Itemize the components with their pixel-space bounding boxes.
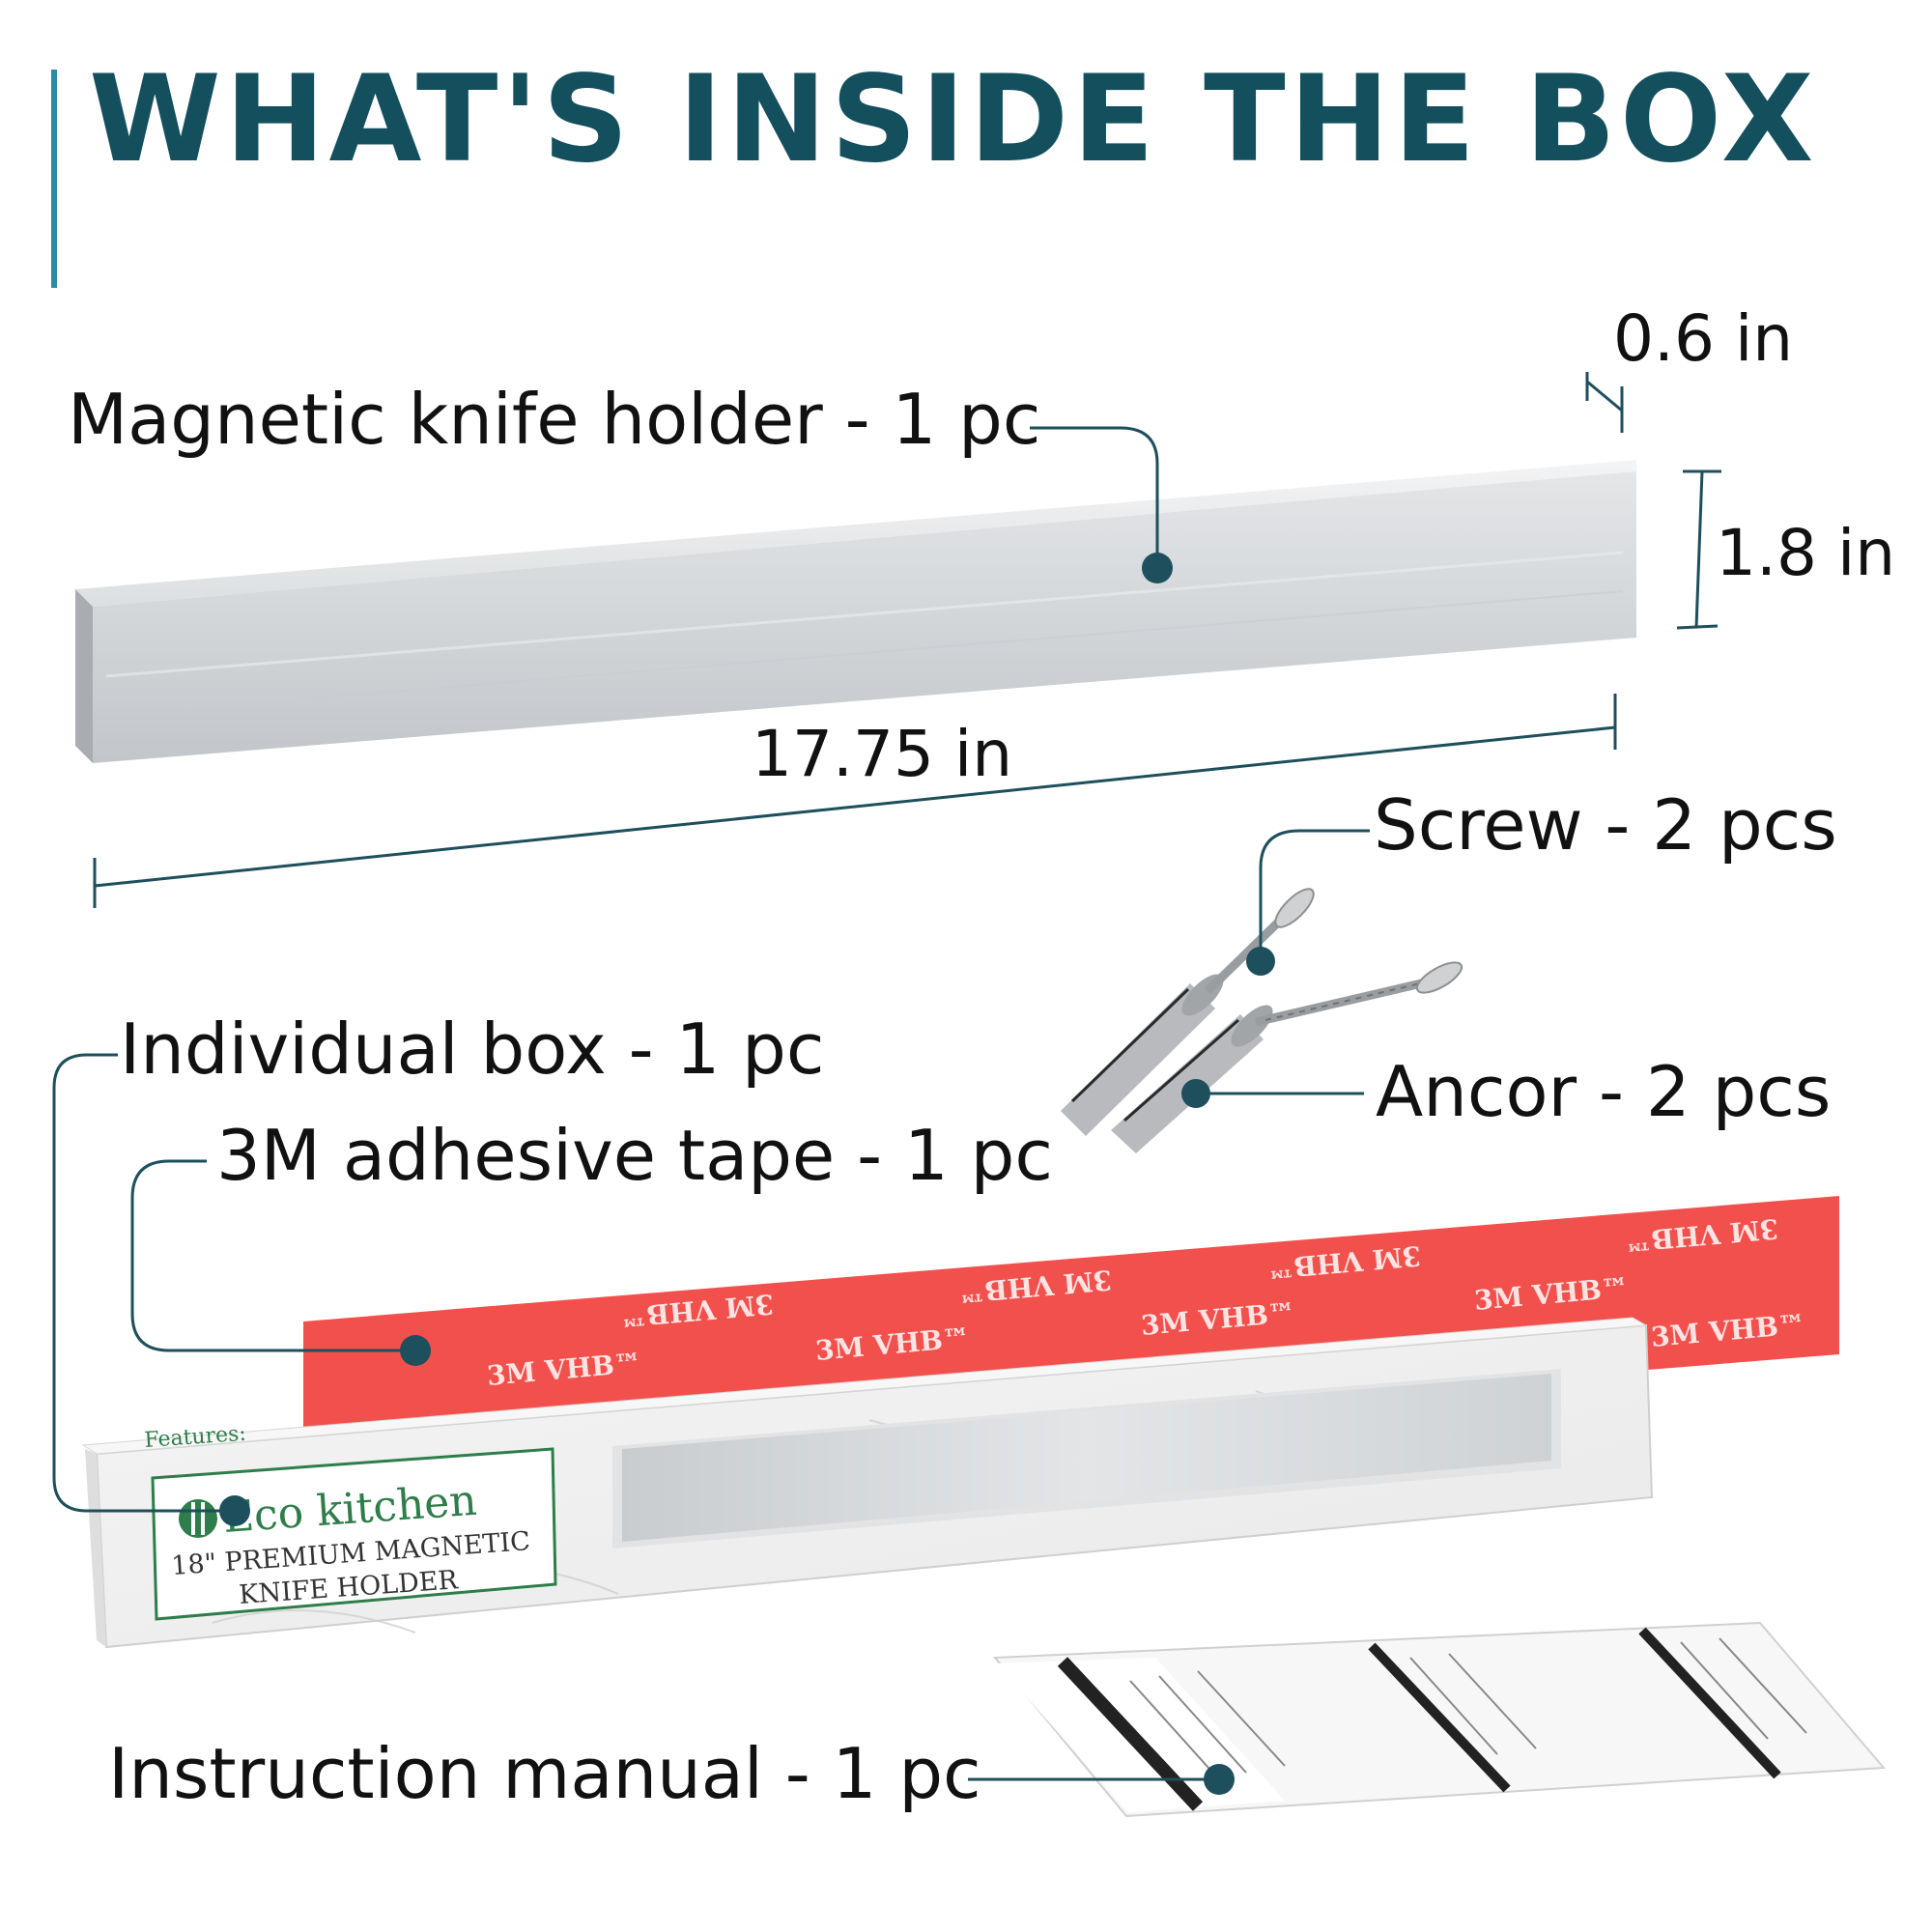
screw-leader [1246, 829, 1370, 976]
height-dimension [1676, 469, 1721, 630]
manual-leader [968, 1764, 1235, 1795]
knife-holder-label: Magnetic knife holder - 1 pc [68, 379, 1041, 460]
depth-dimension [1585, 372, 1624, 433]
anchor-label: Ancor - 2 pcs [1376, 1051, 1832, 1132]
knife-holder-bar [75, 460, 1636, 763]
box-window-steel [622, 1374, 1551, 1542]
screw-2 [1254, 961, 1463, 1027]
box-end [85, 1449, 106, 1647]
height-label: 1.8 in [1716, 516, 1896, 590]
box-top-edge [81, 1317, 1648, 1455]
eco-kitchen-logo [179, 1499, 217, 1538]
individual-box: Eco kitchen 18" PREMIUM MAGNETIC KNIFE H… [81, 1317, 1654, 1649]
instruction-manual-label: Instruction manual - 1 pc [108, 1733, 981, 1814]
depth-label: 0.6 in [1613, 301, 1794, 376]
adhesive-tape-label: 3M adhesive tape - 1 pc [216, 1115, 1053, 1196]
bar-front-face [93, 471, 1636, 763]
length-dimension [93, 694, 1617, 908]
instruction-manual-sheet [992, 1621, 1887, 1818]
manual-text-lines [1129, 1637, 1807, 1778]
page-title: WHAT'S INSIDE THE BOX [89, 50, 1818, 189]
title-accent-bar [51, 70, 57, 288]
bar-top-face [75, 460, 1636, 607]
anchor-leader [1181, 1079, 1364, 1108]
bar-end-face [75, 589, 93, 763]
length-label: 17.75 in [752, 717, 1013, 791]
adhesive-tape-leader [130, 1159, 431, 1366]
screw-label: Screw - 2 pcs [1374, 784, 1837, 866]
individual-box-label: Individual box - 1 pc [120, 1009, 825, 1090]
knife-holder-leader [1030, 426, 1173, 583]
screw-1 [1204, 888, 1315, 995]
individual-box-leader [52, 1053, 250, 1526]
box-label-panel [151, 1447, 557, 1621]
